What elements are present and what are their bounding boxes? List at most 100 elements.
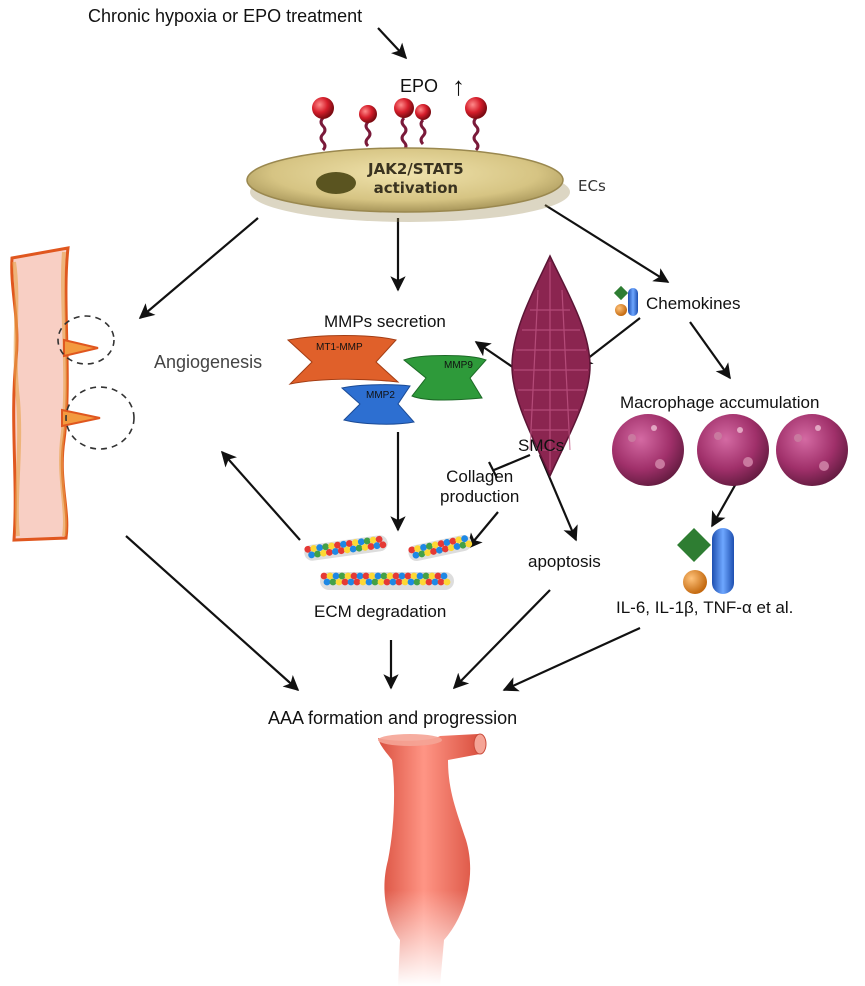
ecm-bead: [441, 545, 449, 553]
epo-receptors: [312, 97, 487, 152]
ecm-bead: [425, 578, 433, 586]
ecm-bead: [398, 572, 406, 580]
arrow-ec-to-chemokines: [544, 204, 670, 283]
ecm-bead: [343, 546, 351, 554]
ecm-bead: [374, 572, 382, 580]
ecm-bead: [410, 572, 418, 580]
ecm-bead: [346, 540, 353, 547]
ecm-bead: [436, 546, 443, 554]
arrow-smcs-to-apoptosis: [538, 454, 578, 542]
arrow-apoptosis-to-aaa: [452, 589, 551, 690]
jak-stat-line1: JAK2/STAT5: [368, 160, 464, 178]
ecm-bead: [407, 578, 415, 586]
ecm-bead: [310, 545, 318, 552]
collagen-line2: production: [440, 487, 520, 506]
ecm-fibers: [304, 535, 473, 590]
ecm-bead: [375, 535, 383, 543]
ecm-degradation-label: ECM degradation: [314, 602, 447, 621]
mmp-proteins: [286, 335, 487, 425]
ecm-bead: [331, 548, 339, 555]
ecm-bead: [389, 578, 397, 586]
ecm-bead: [459, 541, 467, 549]
arrow-ec-to-angiogenesis: [138, 217, 259, 319]
ecm-bead: [434, 572, 442, 580]
ecm-bead: [437, 540, 445, 548]
ecm-bead: [412, 551, 420, 559]
ecm-bead: [455, 536, 463, 544]
chemokines-label: Chemokines: [646, 294, 741, 313]
arrow-cytokines-to-aaa: [502, 626, 641, 692]
epo-up-arrow-icon: ↑: [452, 71, 465, 101]
ecm-bead: [326, 548, 333, 556]
blood-vessel: [10, 246, 135, 542]
ecm-bead: [347, 578, 355, 586]
ecm-bead: [380, 572, 388, 580]
nucleus-icon: [316, 172, 356, 194]
receptor-ball: [359, 105, 377, 123]
arrow-collagen-to-ecm: [467, 511, 499, 550]
aneurysm-aorta: [370, 733, 500, 986]
ecm-bead: [419, 578, 427, 586]
ecm-bead: [443, 578, 451, 586]
endothelial-cell: [246, 147, 570, 222]
epo-label: EPO: [400, 76, 439, 96]
ecm-bead: [353, 578, 361, 586]
receptor-ball: [312, 97, 334, 119]
macrophage-cell: [612, 414, 684, 486]
ecm-bead: [386, 572, 394, 580]
ecm-bead: [363, 537, 371, 545]
ecm-bead: [416, 572, 424, 580]
ecm-bead: [340, 540, 347, 548]
mmp2-label: MMP2: [366, 390, 395, 401]
angiogenesis-label: Angiogenesis: [154, 352, 263, 372]
ecm-bead: [335, 578, 343, 586]
arrow-angiogenesis-to-aaa: [125, 535, 300, 692]
ecm-bead: [326, 572, 334, 580]
arrow-stimulus-to-epo: [377, 27, 408, 60]
receptor-ball: [394, 98, 414, 118]
arrow-ecm-to-angiogenesis: [220, 450, 301, 541]
ecm-bead: [461, 535, 469, 543]
ecm-bead: [362, 572, 370, 580]
ecm-bead: [365, 578, 373, 586]
ecm-bead: [329, 578, 337, 586]
arrows: [125, 27, 739, 692]
ecm-bead-row: [408, 535, 473, 559]
mmp2-shape: [340, 384, 415, 425]
mmps-secretion-label: MMPs secretion: [324, 312, 446, 331]
ecm-bead: [401, 578, 409, 586]
arrow-macrophage-to-cytokines: [711, 479, 739, 528]
ecm-bead: [408, 546, 416, 554]
ecm-bead: [334, 541, 341, 549]
mt1-mmp-shape: [286, 335, 400, 385]
ecm-bead: [332, 572, 340, 580]
ecm-bead: [308, 551, 316, 559]
ecm-bead: [314, 550, 321, 558]
ecm-bead: [383, 578, 391, 586]
ecs-label: ECs: [578, 177, 606, 195]
ecm-bead: [322, 543, 330, 551]
cytokines-label: IL-6, IL-1β, TNF-α et al.: [616, 598, 794, 617]
ecm-bead-row: [304, 535, 387, 559]
ecm-bead: [431, 578, 439, 586]
receptor-ball: [415, 104, 431, 120]
ecm-bead: [465, 540, 473, 548]
ecm-bead: [338, 572, 346, 580]
ecm-bead: [379, 541, 387, 549]
ecm-bead: [430, 548, 437, 555]
ecm-bead: [422, 572, 430, 580]
inhibition-line: [493, 453, 531, 472]
ecm-bead-row: [320, 572, 451, 586]
ecm-bead: [404, 572, 412, 580]
jak-stat-line2: activation: [373, 179, 459, 197]
cytokine-icon: [677, 528, 734, 594]
ecm-bead: [323, 578, 331, 586]
ecm-bead: [453, 543, 461, 550]
ecm-bead: [356, 572, 364, 580]
macrophage-label: Macrophage accumulation: [620, 393, 820, 412]
ecm-bead: [316, 544, 324, 552]
ecm-bead: [355, 544, 363, 552]
ecm-bead: [420, 544, 427, 551]
inhibition-bar: [488, 461, 498, 479]
ecm-bead: [361, 543, 369, 551]
